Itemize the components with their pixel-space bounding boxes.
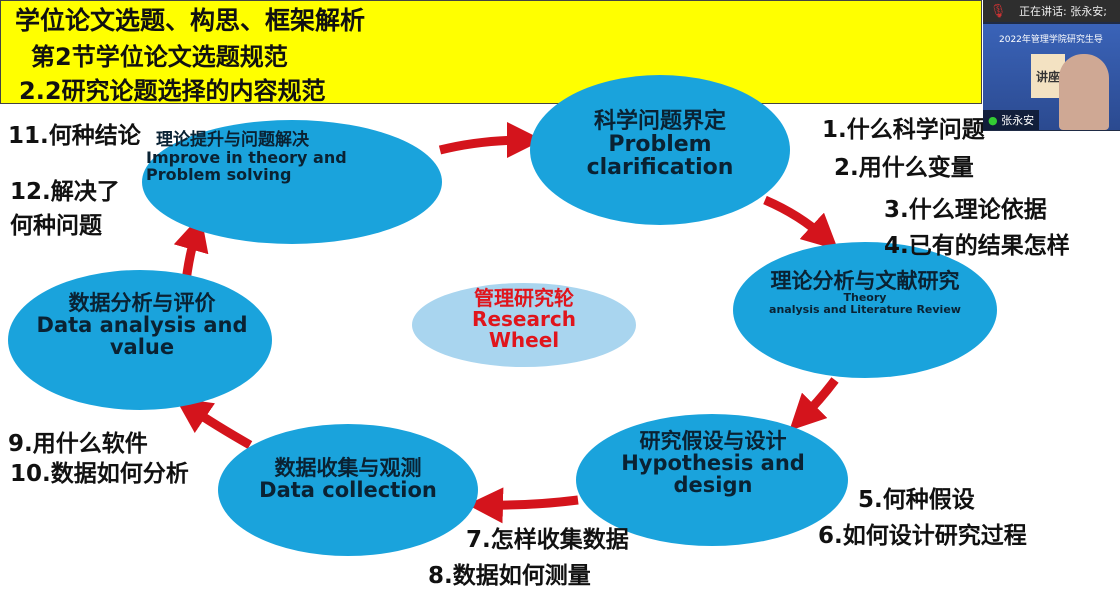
slide-section: 第2节学位论文选题规范 [31, 43, 288, 71]
center-en2: Wheel [488, 328, 560, 352]
node-ellipse-2 [530, 75, 790, 225]
annotation-6: 6.如何设计研究过程 [818, 523, 1027, 549]
slide-header: 学位论文选题、构思、框架解析 第2节学位论文选题规范 2.2研究论题选择的内容规… [0, 0, 982, 105]
annotation-3: 3.什么理论依据 [884, 197, 1047, 223]
node-3-cn: 理论分析与文献研究 [770, 269, 960, 293]
speaking-bar: 🎙 正在讲话: 张永安; [983, 0, 1120, 22]
annotation-8: 8.数据如何测量 [428, 563, 591, 589]
video-slide-title: 2022年管理学院研究生导 [999, 35, 1103, 45]
annotation-5: 5.何种假设 [858, 487, 975, 513]
arrow-1 [438, 122, 543, 159]
node-5: 数据收集与观测 Data collection [228, 457, 468, 501]
node-5-cn: 数据收集与观测 [274, 456, 422, 480]
center-ellipse [412, 283, 636, 367]
center-cn: 管理研究轮 [474, 286, 574, 310]
shared-video: 2022年管理学院研究生导 讲座 ● 张永安 [983, 24, 1120, 130]
node-ellipse-6 [8, 270, 272, 410]
node-4-en: Hypothesis and design [621, 451, 805, 498]
node-6-en: Data analysis and value [36, 313, 248, 360]
slide-subsection: 2.2研究论题选择的内容规范 [19, 77, 326, 105]
node-4-cn: 研究假设与设计 [639, 429, 787, 453]
node-1-cn: 理论提升与问题解决 [156, 130, 309, 150]
node-4: 研究假设与设计 Hypothesis and design [598, 430, 828, 496]
annotation-10: 10.数据如何分析 [10, 461, 189, 487]
speaker-face [1059, 54, 1109, 130]
annotation-12a: 12.解决了 [10, 179, 120, 205]
annotation-12b: 何种问题 [10, 213, 102, 239]
arrow-2 [763, 195, 839, 251]
annotation-11: 11.何种结论 [8, 123, 141, 149]
node-ellipse-5 [218, 424, 478, 556]
arrow-4 [467, 487, 579, 524]
node-ellipse-1 [142, 120, 442, 244]
slide-title: 学位论文选题、构思、框架解析 [15, 6, 366, 35]
node-1: 理论提升与问题解决 Improve in theory and Problem … [146, 130, 436, 184]
arrow-3 [789, 377, 839, 431]
annotation-4: 4.已有的结果怎样 [884, 233, 1070, 259]
node-2-cn: 科学问题界定 [593, 109, 726, 134]
mic-muted-icon[interactable]: 🎙 [989, 3, 1007, 19]
node-ellipse-3 [733, 242, 997, 378]
node-2: 科学问题界定 Problem clarification [540, 110, 780, 179]
node-6: 数据分析与评价 Data analysis and value [22, 292, 262, 358]
node-1-en: Improve in theory and Problem solving [146, 147, 347, 184]
center-en1: Research [472, 307, 576, 331]
speaking-indicator: 正在讲话: 张永安; [1019, 5, 1107, 18]
annotation-9: 9.用什么软件 [8, 431, 148, 457]
node-ellipse-4 [576, 414, 848, 546]
node-2-en: Problem clarification [586, 132, 734, 181]
arrow-5 [175, 397, 253, 449]
center-label: 管理研究轮 Research Wheel [414, 288, 634, 351]
mic-icon: ● [988, 114, 998, 127]
annotation-1: 1.什么科学问题 [822, 117, 985, 143]
annotation-2: 2.用什么变量 [834, 155, 974, 181]
node-5-en: Data collection [259, 478, 437, 503]
speaker-video-panel[interactable]: 🎙 正在讲话: 张永安; 2022年管理学院研究生导 讲座 ● 张永安 [983, 0, 1120, 131]
node-6-cn: 数据分析与评价 [68, 291, 216, 315]
speaker-name-label: ● 张永安 [983, 110, 1040, 130]
annotation-7: 7.怎样收集数据 [466, 527, 629, 553]
